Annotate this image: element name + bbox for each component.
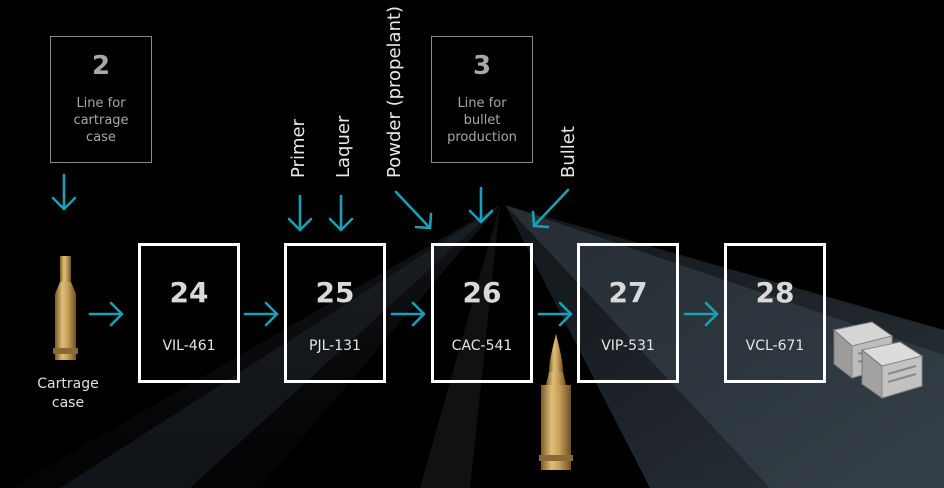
cartridge-case-icon bbox=[53, 256, 78, 360]
station-number: 26 bbox=[462, 276, 502, 309]
side-line-number: 3 bbox=[472, 51, 492, 81]
side-line-box-2: 2 Line for cartrage case bbox=[50, 36, 152, 163]
station-number: 28 bbox=[755, 276, 795, 309]
arrow-down-icon bbox=[287, 194, 313, 232]
arrow-diagonal-icon bbox=[531, 188, 570, 229]
arrow-right-icon bbox=[88, 301, 124, 327]
bullet-cartridge-icon bbox=[539, 334, 573, 470]
side-line-description: Line for bullet production bbox=[447, 96, 517, 145]
station-number: 27 bbox=[608, 276, 648, 309]
arrow-right-icon bbox=[390, 301, 426, 327]
station-code: CAC-541 bbox=[451, 338, 513, 354]
side-line-description: Line for cartrage case bbox=[73, 96, 129, 145]
station-box-28: 28 VCL-671 bbox=[724, 243, 826, 383]
station-code: VIP-531 bbox=[601, 338, 655, 354]
station-box-26: 26 CAC-541 bbox=[431, 243, 533, 383]
station-number: 24 bbox=[169, 276, 209, 309]
station-number: 25 bbox=[315, 276, 355, 309]
station-box-24: 24 VIL-461 bbox=[138, 243, 240, 383]
arrow-down-icon bbox=[51, 173, 77, 211]
station-code: VIL-461 bbox=[162, 338, 216, 354]
arrow-down-icon bbox=[328, 194, 354, 232]
station-box-25: 25 PJL-131 bbox=[284, 243, 386, 383]
arrow-right-icon bbox=[243, 301, 279, 327]
arrow-right-icon bbox=[683, 301, 719, 327]
ammo-boxes-icon bbox=[832, 321, 924, 399]
arrow-right-icon bbox=[537, 301, 573, 327]
arrow-down-icon bbox=[468, 186, 494, 224]
side-line-box-3: 3 Line for bullet production bbox=[431, 36, 533, 163]
station-code: PJL-131 bbox=[309, 338, 361, 354]
arrow-diagonal-icon bbox=[394, 190, 433, 230]
cartridge-case-caption: Cartrage case bbox=[37, 376, 99, 411]
station-code: VCL-671 bbox=[745, 338, 805, 354]
station-box-27: 27 VIP-531 bbox=[577, 243, 679, 383]
side-line-number: 2 bbox=[91, 51, 111, 81]
